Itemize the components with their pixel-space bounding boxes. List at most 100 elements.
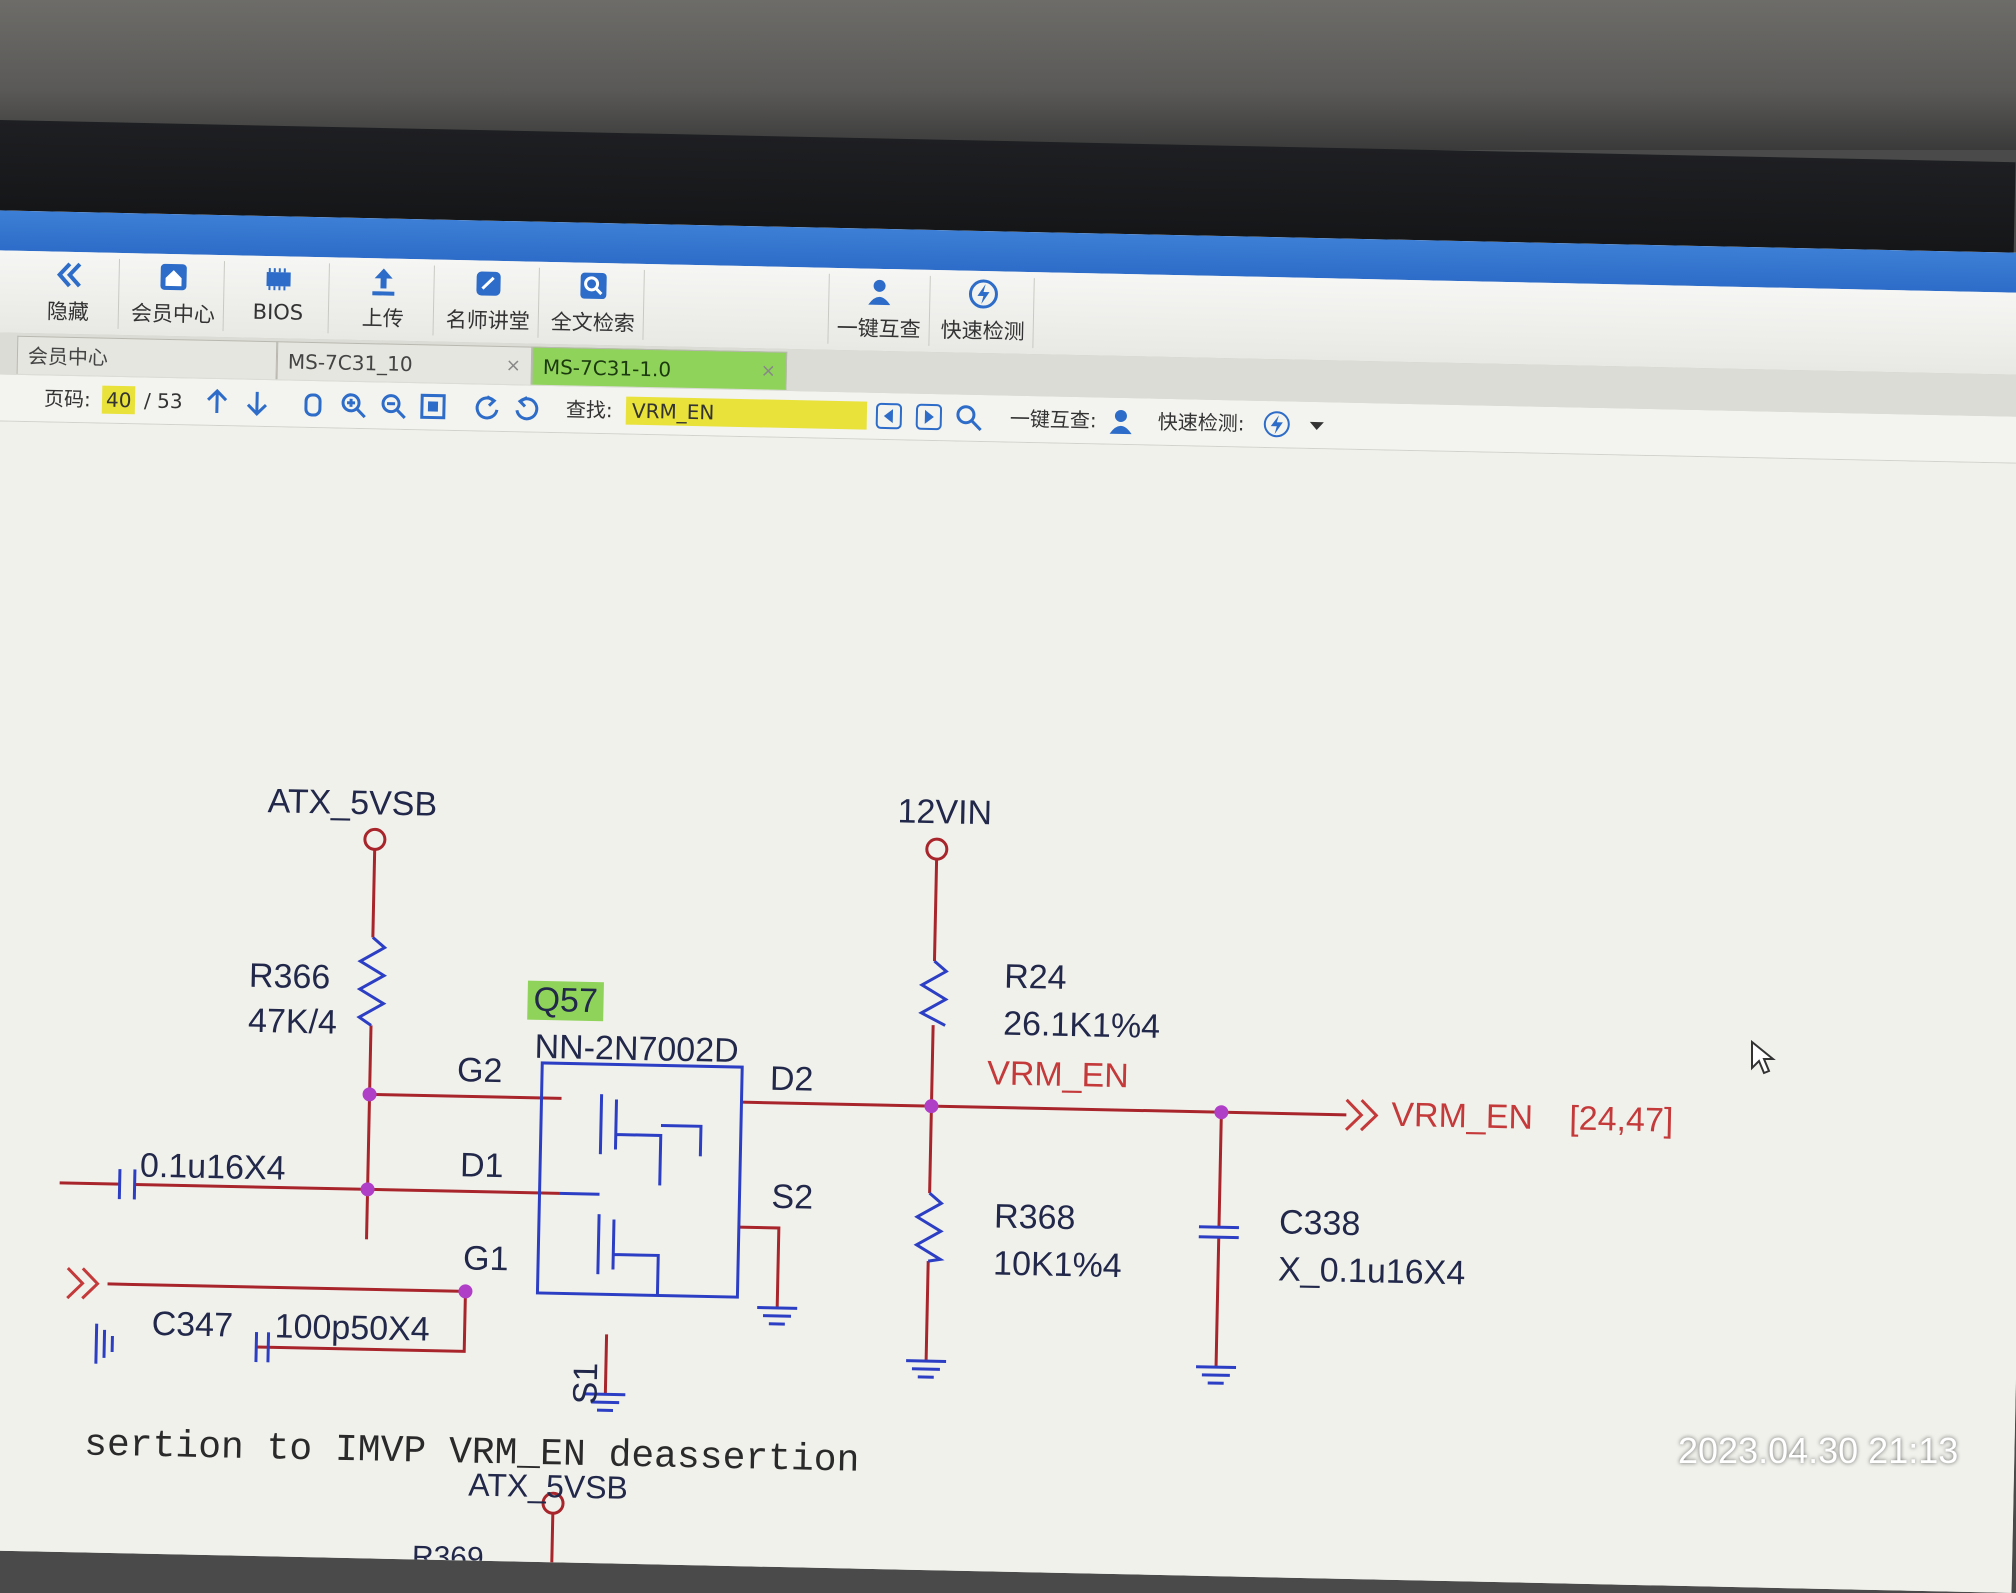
mutual-check-label: 一键互查 [836,315,921,342]
find-label: 查找: [565,397,613,423]
quick-detect-button[interactable]: 快速检测 [932,275,1035,349]
r368-symbol [913,1191,945,1263]
background-wall [0,0,2016,150]
bios-button[interactable]: BIOS [227,261,330,334]
r366-name: R366 [248,956,331,997]
q57-name: Q57 [527,980,605,1022]
quick-detect-nav-label: 快速检测: [1157,409,1245,436]
hide-label: 隐藏 [46,299,90,325]
quick-detect-label: 快速检测 [940,318,1025,344]
toolbar: 隐藏 会员中心 BIOS 上传 名师讲堂 [0,249,2016,377]
search-icon [576,269,611,304]
c347-name: C347 [151,1304,234,1345]
pin-d1: D1 [459,1146,504,1186]
pan-icon[interactable] [298,389,329,420]
photo-timestamp: 2023.04.30 21:13 [1678,1430,1959,1471]
fit-page-icon[interactable] [418,391,449,422]
net-label-atx-5vsb: ATX_5VSB [267,782,438,824]
document-navbar: 页码: 40 / 53 查找: VRM_EN 一键互查: 快速检测: [0,373,2016,465]
r24-value: 26.1K1%4 [1002,1004,1161,1046]
dropdown-icon[interactable] [1301,410,1332,441]
arrow-up-icon[interactable] [202,387,233,418]
rotate-right-icon[interactable] [512,393,543,424]
page-label: 页码: [43,386,92,412]
pin-d2: D2 [769,1059,814,1099]
offpage-vrm-en: VRM_EN [1390,1095,1534,1137]
chip-icon [261,262,296,297]
tab-ms-7c31-10[interactable]: MS-7C31_10 × [276,341,533,385]
offpage-ref: [24,47] [1568,1099,1674,1140]
user-pin-icon[interactable] [1106,406,1137,437]
page-total: / 53 [143,388,183,414]
bios-label: BIOS [252,299,304,325]
grounds [94,1306,1237,1413]
tab-ms-7c31-1-0-label: MS-7C31-1.0 [542,354,672,382]
r366-symbol [356,936,388,1027]
schematic-canvas: ATX_5VSB 12VIN R366 47K/4 Q57 NN-2N7002D… [0,420,2016,1593]
q57-package [535,1061,744,1299]
screen: 隐藏 会员中心 BIOS 上传 名师讲堂 [0,210,2016,1593]
c347-symbol [254,1332,271,1363]
double-chevron-left-icon [51,258,86,293]
cap-left-symbol [117,1169,137,1200]
r24-name: R24 [1003,957,1067,997]
net-label-vrm-en: VRM_EN [986,1054,1130,1096]
next-icon[interactable] [914,402,945,433]
lecture-button[interactable]: 名师讲堂 [437,265,540,338]
member-center-button[interactable]: 会员中心 [122,259,225,332]
mouse-cursor-icon [1751,1040,1776,1075]
zoom-out-icon[interactable] [378,390,409,421]
upload-icon [366,264,401,299]
home-icon [156,260,191,295]
wires [59,849,1347,1564]
q57-part: NN-2N7002D [534,1027,740,1071]
fulltext-search-button[interactable]: 全文检索 [542,267,645,340]
page-number-input[interactable]: 40 [101,385,136,415]
tab-member-center[interactable]: 会员中心 [16,335,278,380]
find-input[interactable]: VRM_EN [625,396,868,430]
c347-value: 100p50X4 [274,1307,431,1349]
lightning-icon[interactable] [1261,409,1292,440]
lecture-icon [471,266,506,301]
c338-value: X_0.1u16X4 [1277,1250,1466,1293]
net-terminals [363,827,949,1515]
search-icon[interactable] [954,402,985,433]
tab-ms-7c31-10-label: MS-7C31_10 [287,349,413,377]
cap-left-value: 0.1u16X4 [139,1146,286,1188]
c338-name: C338 [1278,1203,1361,1244]
prev-icon[interactable] [874,401,905,432]
pin-g2: G2 [456,1051,503,1091]
partial-reference: R369 [411,1540,484,1575]
upload-button[interactable]: 上传 [332,263,435,336]
mutual-check-button[interactable]: 一键互查 [827,273,931,346]
close-icon[interactable]: × [760,360,777,382]
rotate-left-icon[interactable] [472,392,503,423]
close-icon[interactable]: × [505,355,522,377]
components [117,936,1239,1363]
tab-ms-7c31-1-0[interactable]: MS-7C31-1.0 × [531,346,788,390]
r24-symbol [918,960,949,1027]
offpage-connectors [66,1098,1379,1300]
tab-member-center-label: 会员中心 [27,344,109,370]
member-center-label: 会员中心 [130,301,216,327]
net-label-atx-5vsb-2: ATX_5VSB [468,1466,629,1506]
arrow-down-icon[interactable] [242,388,273,419]
hide-button[interactable]: 隐藏 [17,256,121,329]
q57-upper-fet [598,1094,703,1186]
lightning-icon [966,277,1001,312]
pin-g1: G1 [462,1239,509,1279]
fulltext-search-label: 全文检索 [550,309,636,336]
junction-nodes [360,1087,1229,1299]
schematic-drawing [59,827,1379,1564]
r366-value: 47K/4 [247,1001,338,1042]
user-pin-icon [862,275,897,310]
q57-lower-fet [559,1191,660,1296]
zoom-in-icon[interactable] [338,390,369,421]
net-label-12vin: 12VIN [897,792,993,833]
r368-name: R368 [993,1197,1076,1238]
pin-s2: S2 [771,1177,814,1217]
c338-symbol [1198,1225,1239,1240]
mutual-check-nav-label: 一键互查: [1009,406,1097,433]
lecture-label: 名师讲堂 [445,307,531,334]
r368-value: 10K1%4 [992,1244,1123,1286]
